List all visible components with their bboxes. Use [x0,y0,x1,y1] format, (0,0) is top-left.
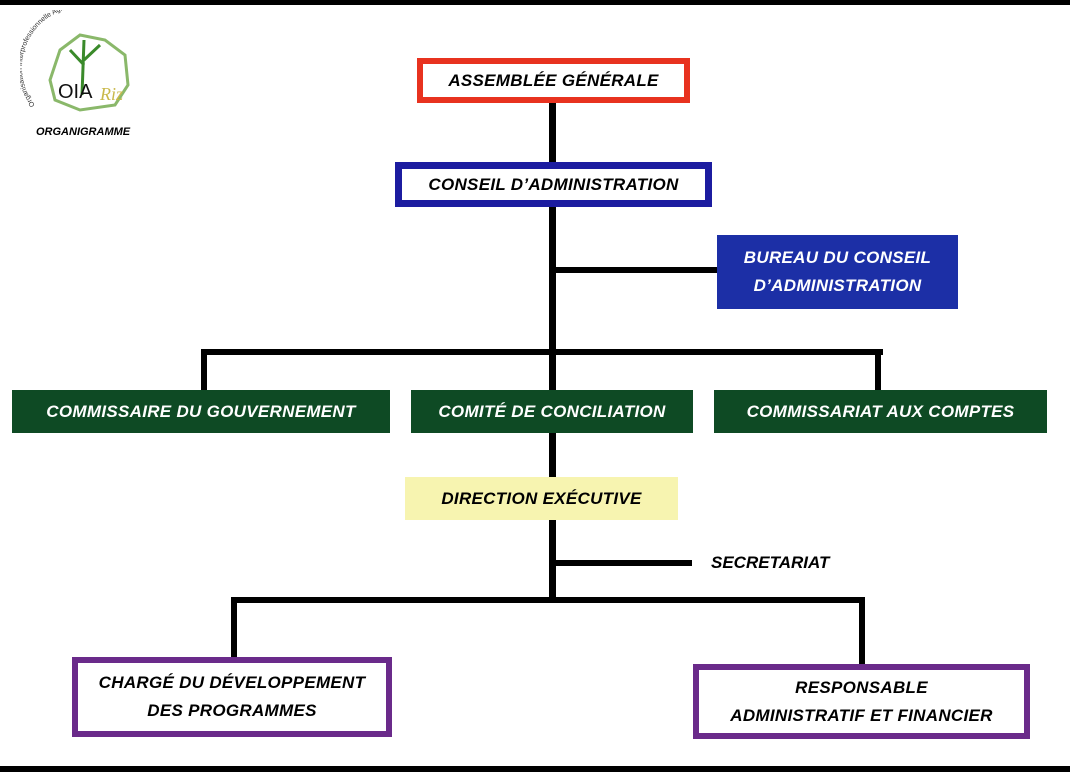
node-label: CHARGÉ DU DÉVELOPPEMENT [98,673,366,692]
node-conseil-administration: CONSEIL D’ADMINISTRATION [395,162,712,207]
main-connector [549,100,556,477]
level3-connector [201,349,883,355]
responsable-connector [859,597,865,666]
node-label: ASSEMBLÉE GÉNÉRALE [448,70,659,90]
node-assemblee-generale: ASSEMBLÉE GÉNÉRALE [417,58,690,103]
node-label: COMMISSARIAT AUX COMPTES [746,401,1015,421]
node-label: D’ADMINISTRATION [753,276,922,295]
node-label: DES PROGRAMMES [147,701,317,720]
node-direction-executive: DIRECTION EXÉCUTIVE [405,477,678,520]
node-label: COMITÉ DE CONCILIATION [438,401,666,421]
node-label: COMMISSAIRE DU GOUVERNEMENT [46,401,356,421]
node-commissaire-gouvernement: COMMISSAIRE DU GOUVERNEMENT [12,390,390,433]
secretariat-connector [552,560,692,566]
bureau-connector [552,267,718,273]
node-label: ADMINISTRATIF ET FINANCIER [730,705,993,725]
node-label: BUREAU DU CONSEIL [743,248,932,267]
node-comite-conciliation: COMITÉ DE CONCILIATION [411,390,693,433]
top-border [0,0,1070,5]
charge-connector [231,597,237,659]
node-label: RESPONSABLE [795,677,928,697]
bottom-border [0,766,1070,772]
node-label: CONSEIL D’ADMINISTRATION [428,174,679,194]
node-responsable-administratif: RESPONSABLE ADMINISTRATIF ET FINANCIER [693,664,1030,739]
level5-connector [231,597,865,603]
node-secretariat: SECRETARIAT [711,553,830,572]
node-label: DIRECTION EXÉCUTIVE [441,488,642,508]
node-charge-developpement: CHARGÉ DU DÉVELOPPEMENT DES PROGRAMMES [72,657,392,737]
node-commissariat-comptes: COMMISSARIAT AUX COMPTES [714,390,1047,433]
organigramme-title: ORGANIGRAMME [36,126,131,138]
commissaire-connector [201,349,207,391]
svg-text:OIA: OIA [58,81,93,103]
commissariat-connector [875,349,881,391]
oia-riz-logo: Organisation Interprofessionnelle Agrico… [20,10,130,112]
node-bureau-conseil: BUREAU DU CONSEIL D’ADMINISTRATION [717,235,958,309]
svg-text:Riz: Riz [99,84,123,104]
